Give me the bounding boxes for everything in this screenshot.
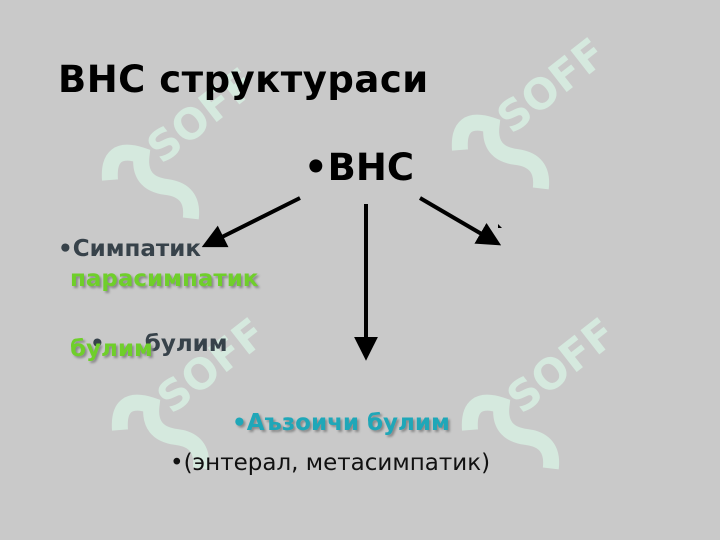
arrow-right <box>418 196 502 246</box>
left-bullet-1: • <box>58 236 73 262</box>
bottom-item-line-1: •Аъзоичи булим <box>232 410 450 436</box>
arrow-left <box>201 196 301 248</box>
left-item-line-3: • булим <box>58 305 228 383</box>
bottom-label-1: Аъзоичи булим <box>246 410 450 436</box>
small-mark <box>498 224 502 228</box>
root-node: •ВНС <box>304 146 414 189</box>
left-label-1: Симпатик <box>72 236 201 262</box>
left-item-line-1: •Симпатик <box>58 236 201 262</box>
bottom-bullet-1: • <box>232 410 247 436</box>
bottom-item-line-2: •(энтерал, метасимпатик) <box>170 450 490 476</box>
bottom-label-2: (энтерал, метасимпатик) <box>183 450 491 476</box>
slide-title: ВНС структураси <box>58 58 429 101</box>
left-label-3: булим <box>144 331 228 357</box>
root-bullet: • <box>304 146 328 189</box>
bottom-bullet-2: • <box>170 450 184 476</box>
left-label-2: парасимпатик <box>70 266 259 292</box>
root-label: ВНС <box>327 146 414 189</box>
left-bullet-2: • <box>90 331 105 357</box>
left-label-4: булим <box>70 336 153 362</box>
